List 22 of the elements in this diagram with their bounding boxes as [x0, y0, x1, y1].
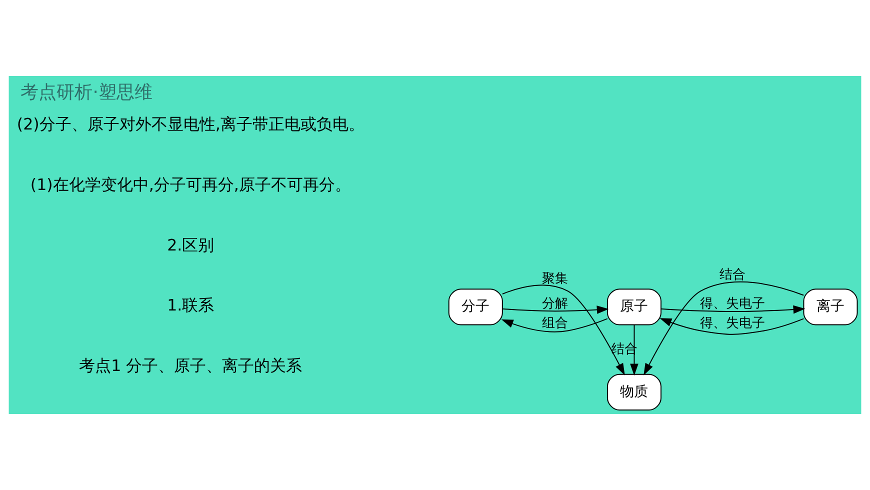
label: 2.区别	[167, 235, 214, 254]
diagram-title: 考点研析·塑思维	[20, 82, 152, 104]
arrow	[502, 284, 625, 376]
node-box: 分子	[448, 288, 503, 326]
edge-label: 得、失电子	[700, 316, 765, 332]
edge-label: 分解	[542, 296, 568, 312]
edge-label: 结合	[719, 268, 746, 283]
node-box: 离子	[803, 288, 858, 326]
edge-label: 聚集	[542, 272, 568, 287]
node-box: 原子	[606, 288, 662, 326]
label: (1)在化学变化中,分子可再分,原子不可再分。	[30, 174, 351, 194]
arrow	[502, 306, 609, 314]
arrow	[660, 305, 806, 314]
arrow	[501, 318, 608, 332]
arrow	[660, 318, 804, 335]
label: 1.联系	[167, 296, 214, 315]
edge-label: 组合	[542, 316, 568, 332]
edge-label: 得、失电子	[700, 296, 765, 312]
label: (2)分子、原子对外不显电性,离子带正电或负电。	[16, 114, 364, 134]
label: 考点1 分子、原子、离子的关系	[79, 356, 302, 376]
arrow	[644, 282, 804, 376]
node-box: 物质	[606, 374, 662, 411]
